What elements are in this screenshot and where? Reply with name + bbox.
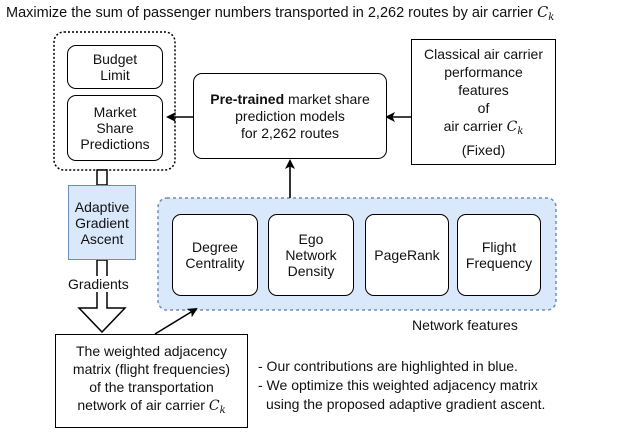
- budget-line-2: Limit: [100, 67, 130, 83]
- market-line-3: Predictions: [80, 136, 150, 152]
- budget-line-1: Budget: [92, 51, 138, 67]
- pretrained-line-2: prediction models: [235, 107, 345, 124]
- pretrained-rest: market share: [284, 90, 370, 107]
- market-line-1: Market: [93, 104, 137, 120]
- feature-degree-centrality: Degree Centrality: [172, 214, 258, 296]
- adaptive-gradient-ascent-box: Adaptive Gradient Ascent: [68, 185, 136, 260]
- adaptive-line-2: Gradient: [75, 214, 129, 231]
- classical-sub: k: [517, 126, 524, 137]
- degree-line-1: Degree: [192, 239, 238, 255]
- carrier-sub: k: [548, 12, 555, 23]
- classical-line-1: Classical air carrier: [423, 46, 544, 62]
- adaptive-line-3: Ascent: [80, 230, 124, 247]
- ego-line-1: Ego: [298, 231, 324, 247]
- carrier-var: C: [537, 5, 549, 21]
- matrix-line-4: network of air carrier: [77, 397, 209, 413]
- ego-line-3: Density: [287, 263, 335, 279]
- matrix-line-1: The weighted adjacency: [76, 343, 227, 359]
- flight-line-1: Flight: [481, 239, 517, 255]
- classical-line-2: performance: [444, 64, 523, 80]
- classical-line-6: (Fixed): [461, 142, 506, 158]
- matrix-line-3: of the transportation: [89, 379, 214, 395]
- degree-line-2: Centrality: [185, 255, 245, 271]
- classical-var: C: [506, 119, 518, 135]
- note-line-1: - Our contributions are highlighted in b…: [258, 358, 518, 374]
- classical-line-5: air carrier: [443, 118, 507, 134]
- feature-pagerank: PageRank: [365, 214, 449, 296]
- pretrained-models-box: Pre-trained market share prediction mode…: [193, 73, 387, 159]
- classical-features-box: Classical air carrier performance featur…: [411, 39, 556, 165]
- ego-line-2: Network: [285, 247, 337, 263]
- diagram-title: Maximize the sum of passenger numbers tr…: [6, 4, 626, 27]
- pagerank-line-1: PageRank: [374, 247, 440, 263]
- matrix-sub: k: [219, 405, 226, 416]
- note-line-2: - We optimize this weighted adjacency ma…: [258, 377, 538, 393]
- adaptive-line-1: Adaptive: [74, 198, 130, 215]
- arrow-matrix-to-features: [154, 307, 198, 335]
- classical-line-3: features: [458, 82, 509, 98]
- weighted-adjacency-matrix-box: The weighted adjacency matrix (flight fr…: [55, 334, 248, 428]
- matrix-var: C: [208, 398, 220, 414]
- feature-ego-network-density: Ego Network Density: [268, 214, 354, 296]
- market-share-box: Market Share Predictions: [67, 95, 163, 161]
- left-group-container: [53, 31, 176, 171]
- notes: - Our contributions are highlighted in b…: [258, 357, 626, 414]
- matrix-line-2: matrix (flight frequencies): [72, 361, 231, 377]
- pretrained-line-3: for 2,262 routes: [240, 124, 340, 141]
- note-line-3: using the proposed adaptive gradient asc…: [266, 396, 546, 412]
- market-line-2: Share: [96, 120, 134, 136]
- connector-market-adaptive: [96, 169, 108, 186]
- feature-flight-frequency: Flight Frequency: [457, 214, 541, 296]
- pretrained-bold: Pre-trained: [210, 90, 285, 107]
- flight-line-2: Frequency: [465, 255, 533, 271]
- budget-limit-box: Budget Limit: [67, 45, 163, 89]
- gradients-label: Gradients: [68, 276, 148, 292]
- gradients-block-arrow: [77, 259, 127, 334]
- classical-line-4: of: [477, 100, 490, 116]
- diagram-title-text: Maximize the sum of passenger numbers tr…: [6, 5, 538, 21]
- network-features-label: Network features: [412, 317, 518, 333]
